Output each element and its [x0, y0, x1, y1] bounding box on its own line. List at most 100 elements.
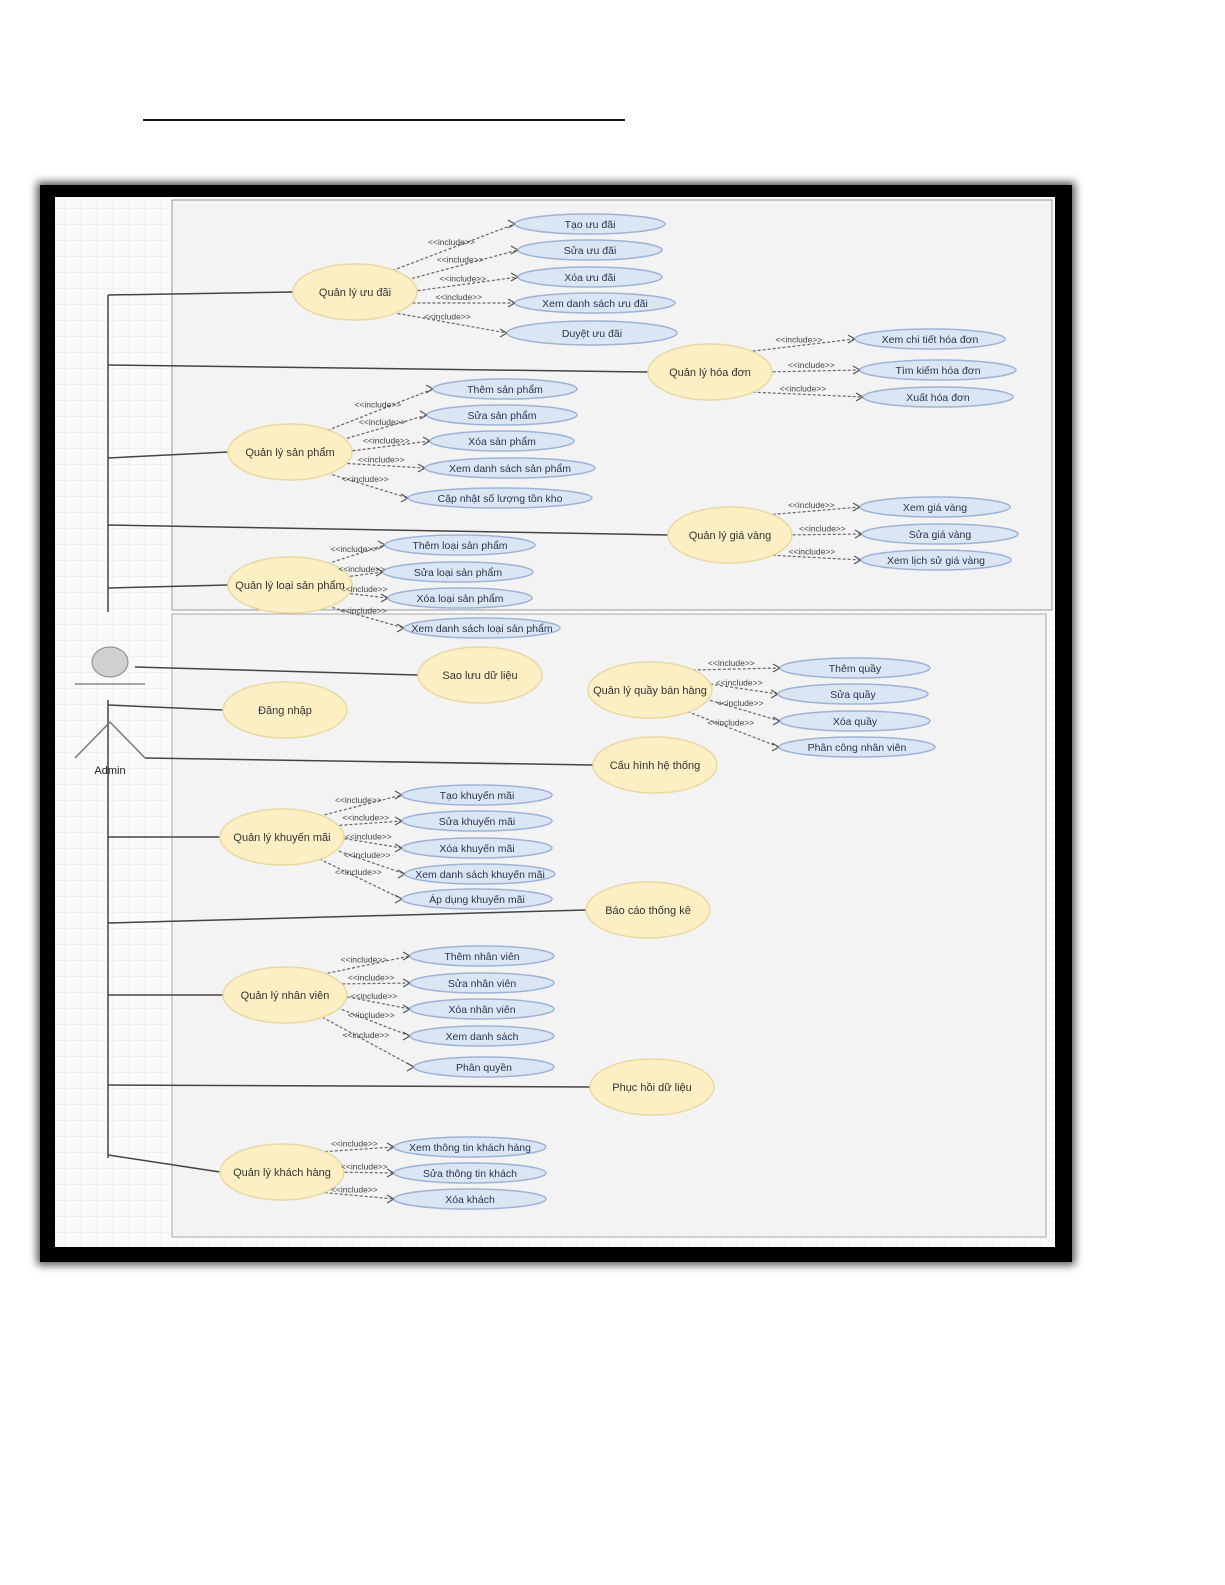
- included-use-case[interactable]: Xuất hóa đơn: [862, 386, 1014, 408]
- included-use-case-ellipse[interactable]: [401, 810, 553, 832]
- included-use-case-ellipse[interactable]: [779, 710, 931, 732]
- use-case[interactable]: Quản lý nhân viên: [222, 966, 348, 1024]
- included-use-case[interactable]: Sửa sản phẩm: [426, 404, 578, 426]
- included-use-case[interactable]: Xóa khách: [393, 1188, 547, 1210]
- included-use-case-ellipse[interactable]: [401, 784, 553, 806]
- use-case-ellipse[interactable]: [227, 556, 353, 614]
- included-use-case[interactable]: Duyệt ưu đãi: [506, 320, 678, 346]
- included-use-case[interactable]: Áp dụng khuyến mãi: [401, 888, 553, 910]
- included-use-case-ellipse[interactable]: [514, 292, 676, 314]
- included-use-case-ellipse[interactable]: [860, 549, 1012, 571]
- included-use-case[interactable]: Xóa sản phẩm: [429, 430, 575, 452]
- included-use-case-ellipse[interactable]: [506, 320, 678, 346]
- included-use-case-ellipse[interactable]: [407, 487, 593, 509]
- use-case-ellipse[interactable]: [292, 263, 418, 321]
- use-case-ellipse[interactable]: [587, 661, 713, 719]
- included-use-case[interactable]: Tìm kiếm hóa đơn: [859, 359, 1017, 381]
- use-case[interactable]: Sao lưu dữ liệu: [417, 646, 543, 704]
- included-use-case[interactable]: Sửa loại sản phẩm: [382, 561, 534, 583]
- use-case[interactable]: Quản lý sản phẩm: [227, 423, 353, 481]
- use-case-ellipse[interactable]: [647, 343, 773, 401]
- included-use-case-ellipse[interactable]: [393, 1188, 547, 1210]
- included-use-case-ellipse[interactable]: [517, 239, 663, 261]
- included-use-case[interactable]: Thêm sản phẩm: [432, 378, 578, 400]
- included-use-case[interactable]: Phân quyền: [413, 1056, 555, 1078]
- included-use-case-ellipse[interactable]: [401, 888, 553, 910]
- use-case-ellipse[interactable]: [592, 736, 718, 794]
- included-use-case-ellipse[interactable]: [854, 328, 1006, 350]
- included-use-case[interactable]: Xem danh sách khuyến mãi: [404, 863, 556, 885]
- use-case-ellipse[interactable]: [222, 966, 348, 1024]
- use-case-ellipse[interactable]: [417, 646, 543, 704]
- included-use-case-ellipse[interactable]: [409, 945, 555, 967]
- included-use-case-ellipse[interactable]: [393, 1136, 547, 1158]
- use-case[interactable]: Quản lý ưu đãi: [292, 263, 418, 321]
- included-use-case[interactable]: Xem lịch sử giá vàng: [860, 549, 1012, 571]
- included-use-case[interactable]: Xem danh sách loại sản phẩm: [403, 617, 561, 639]
- included-use-case-ellipse[interactable]: [404, 863, 556, 885]
- use-case[interactable]: Quản lý giá vàng: [667, 506, 793, 564]
- use-case[interactable]: Cấu hình hệ thống: [592, 736, 718, 794]
- included-use-case[interactable]: Xóa ưu đãi: [517, 266, 663, 288]
- included-use-case[interactable]: Xem chi tiết hóa đơn: [854, 328, 1006, 350]
- use-case-ellipse[interactable]: [227, 423, 353, 481]
- use-case-ellipse[interactable]: [219, 1143, 345, 1201]
- included-use-case[interactable]: Xem danh sách sản phẩm: [424, 457, 596, 479]
- included-use-case[interactable]: Tạo ưu đãi: [514, 213, 666, 235]
- included-use-case[interactable]: Xóa nhân viên: [409, 998, 555, 1020]
- included-use-case[interactable]: Xóa khuyến mãi: [401, 837, 553, 859]
- use-case-ellipse[interactable]: [589, 1058, 715, 1116]
- included-use-case[interactable]: Sửa nhân viên: [409, 972, 555, 994]
- included-use-case-ellipse[interactable]: [409, 1025, 555, 1047]
- included-use-case-ellipse[interactable]: [382, 561, 534, 583]
- included-use-case-ellipse[interactable]: [403, 617, 561, 639]
- use-case[interactable]: Báo cáo thống kê: [585, 881, 711, 939]
- included-use-case[interactable]: Xem danh sách: [409, 1025, 555, 1047]
- included-use-case-ellipse[interactable]: [517, 266, 663, 288]
- included-use-case[interactable]: Cập nhật số lượng tồn kho: [407, 487, 593, 509]
- included-use-case-ellipse[interactable]: [426, 404, 578, 426]
- included-use-case-ellipse[interactable]: [424, 457, 596, 479]
- included-use-case[interactable]: Sửa thông tin khách: [393, 1162, 547, 1184]
- use-case-ellipse[interactable]: [667, 506, 793, 564]
- included-use-case-ellipse[interactable]: [859, 496, 1011, 518]
- included-use-case-ellipse[interactable]: [409, 972, 555, 994]
- included-use-case-ellipse[interactable]: [859, 359, 1017, 381]
- use-case-ellipse[interactable]: [219, 808, 345, 866]
- included-use-case[interactable]: Thêm nhân viên: [409, 945, 555, 967]
- included-use-case[interactable]: Sửa quầy: [777, 683, 929, 705]
- included-use-case-ellipse[interactable]: [777, 683, 929, 705]
- included-use-case-ellipse[interactable]: [401, 837, 553, 859]
- use-case[interactable]: Quản lý khách hàng: [219, 1143, 345, 1201]
- included-use-case-ellipse[interactable]: [393, 1162, 547, 1184]
- included-use-case-ellipse[interactable]: [409, 998, 555, 1020]
- included-use-case-ellipse[interactable]: [413, 1056, 555, 1078]
- included-use-case[interactable]: Sửa ưu đãi: [517, 239, 663, 261]
- included-use-case-ellipse[interactable]: [778, 736, 936, 758]
- included-use-case-ellipse[interactable]: [862, 386, 1014, 408]
- included-use-case[interactable]: Xem giá vàng: [859, 496, 1011, 518]
- included-use-case-ellipse[interactable]: [432, 378, 578, 400]
- use-case[interactable]: Quản lý khuyến mãi: [219, 808, 345, 866]
- actor-admin[interactable]: Admin: [74, 646, 146, 777]
- use-case-ellipse[interactable]: [222, 681, 348, 739]
- use-case[interactable]: Quản lý quầy bán hàng: [587, 661, 713, 719]
- included-use-case[interactable]: Xóa loại sản phẩm: [387, 587, 533, 609]
- use-case[interactable]: Quản lý loại sản phẩm: [227, 556, 353, 614]
- included-use-case-ellipse[interactable]: [429, 430, 575, 452]
- included-use-case[interactable]: Phân công nhân viên: [778, 736, 936, 758]
- use-case[interactable]: Đăng nhập: [222, 681, 348, 739]
- included-use-case[interactable]: Xem danh sách ưu đãi: [514, 292, 676, 314]
- included-use-case-ellipse[interactable]: [861, 523, 1019, 545]
- included-use-case[interactable]: Sửa khuyến mãi: [401, 810, 553, 832]
- included-use-case[interactable]: Sửa giá vàng: [861, 523, 1019, 545]
- included-use-case-ellipse[interactable]: [779, 657, 931, 679]
- use-case-ellipse[interactable]: [585, 881, 711, 939]
- use-case[interactable]: Phục hồi dữ liệu: [589, 1058, 715, 1116]
- included-use-case[interactable]: Thêm loại sản phẩm: [384, 534, 536, 556]
- included-use-case-ellipse[interactable]: [514, 213, 666, 235]
- included-use-case[interactable]: Thêm quầy: [779, 657, 931, 679]
- included-use-case[interactable]: Xóa quầy: [779, 710, 931, 732]
- included-use-case-ellipse[interactable]: [387, 587, 533, 609]
- included-use-case[interactable]: Tạo khuyến mãi: [401, 784, 553, 806]
